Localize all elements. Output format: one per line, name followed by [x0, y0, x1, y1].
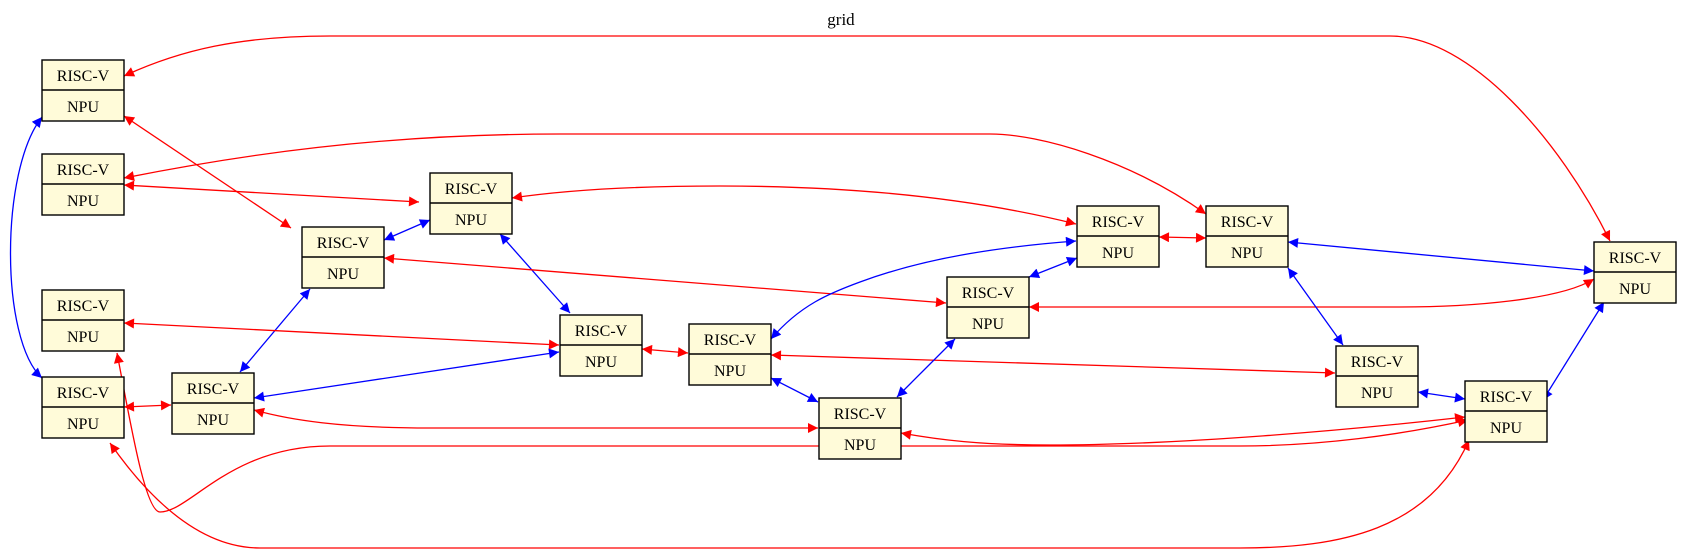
node-n15: RISC-V NPU — [1464, 380, 1548, 443]
node-n7: RISC-V NPU — [429, 172, 513, 235]
node-n3: RISC-V NPU — [41, 289, 125, 352]
node-n4: RISC-V NPU — [41, 376, 125, 439]
node-bottom-label: NPU — [67, 329, 99, 346]
node-top-label: RISC-V — [1609, 250, 1662, 267]
node-top-label: RISC-V — [317, 235, 370, 252]
node-bottom-label: NPU — [585, 354, 617, 371]
node-top-label: RISC-V — [834, 406, 887, 423]
edge-n16-n17 — [1287, 237, 1595, 276]
edge-n15-n16 — [1542, 301, 1605, 401]
node-n10: RISC-V NPU — [818, 397, 902, 460]
node-bottom-label: NPU — [1231, 245, 1263, 262]
node-top-label: RISC-V — [57, 162, 110, 179]
node-bottom-label: NPU — [67, 99, 99, 116]
node-top-label: RISC-V — [445, 181, 498, 198]
node-top-label: RISC-V — [704, 332, 757, 349]
edge-n12-n14 — [1158, 232, 1207, 243]
edge-n10-n16 — [900, 413, 1466, 446]
edge-n3-n8 — [123, 318, 560, 350]
edge-n10-n11 — [896, 338, 956, 398]
edge-n6-n11 — [383, 253, 947, 308]
edge-n3-n15 — [113, 352, 1469, 513]
node-bottom-label: NPU — [1619, 281, 1651, 298]
node-n1: RISC-V NPU — [41, 59, 125, 122]
node-bottom-label: NPU — [197, 412, 229, 429]
node-top-label: RISC-V — [57, 68, 110, 85]
node-top-label: RISC-V — [575, 323, 628, 340]
edge-n6-n7 — [383, 219, 431, 241]
edge-n11-n13 — [1029, 278, 1595, 312]
node-bottom-label: NPU — [972, 316, 1004, 333]
edge-n14-n17 — [1287, 267, 1344, 346]
edge-n14-n15 — [1417, 388, 1466, 403]
node-n11: RISC-V NPU — [946, 276, 1030, 339]
edge-n8-n9 — [641, 344, 689, 358]
node-bottom-label: NPU — [1102, 245, 1134, 262]
node-top-label: RISC-V — [1221, 214, 1274, 231]
edge-n9-n12 — [770, 236, 1077, 340]
node-n5: RISC-V NPU — [171, 372, 255, 435]
node-n14: RISC-V NPU — [1335, 345, 1419, 408]
node-n12: RISC-V NPU — [1076, 205, 1160, 268]
node-top-label: RISC-V — [57, 385, 110, 402]
edge-n5-n10 — [253, 407, 818, 433]
edge-n1-n6 — [123, 115, 292, 229]
edge-n4-n16 — [109, 439, 1470, 549]
node-top-label: RISC-V — [57, 298, 110, 315]
edge-n4-n5 — [123, 400, 172, 412]
node-bottom-label: NPU — [455, 212, 487, 229]
node-bottom-label: NPU — [1490, 420, 1522, 437]
node-bottom-label: NPU — [1361, 385, 1393, 402]
node-top-label: RISC-V — [962, 285, 1015, 302]
node-n13: RISC-V NPU — [1205, 205, 1289, 268]
node-bottom-label: NPU — [844, 437, 876, 454]
node-top-label: RISC-V — [1480, 389, 1533, 406]
edge-n2-n7 — [123, 180, 420, 207]
node-n16: RISC-V NPU — [1593, 241, 1677, 304]
edge-n11-n12 — [1028, 257, 1078, 278]
node-bottom-label: NPU — [67, 416, 99, 433]
node-n9: RISC-V NPU — [688, 323, 772, 386]
edge-n5-n8 — [253, 348, 560, 402]
node-bottom-label: NPU — [327, 266, 359, 283]
edges-layer — [9, 35, 1611, 549]
nodes-layer: RISC-VNPURISC-VNPURISC-VNPURISC-VNPURISC… — [41, 59, 1677, 460]
edge-n1-n16 — [123, 35, 1611, 242]
edge-n9-n10 — [770, 377, 819, 403]
edge-n7-n8 — [499, 233, 571, 314]
node-n2: RISC-V NPU — [41, 153, 125, 216]
edge-n1-n4 — [9, 116, 43, 379]
edge-n7-n12 — [511, 185, 1077, 227]
node-n6: RISC-V NPU — [301, 226, 385, 289]
edge-n2-n14 — [123, 133, 1207, 215]
node-bottom-label: NPU — [67, 193, 99, 210]
node-top-label: RISC-V — [1351, 354, 1404, 371]
edge-n9-n15 — [770, 350, 1336, 378]
node-n8: RISC-V NPU — [559, 314, 643, 377]
node-bottom-label: NPU — [714, 363, 746, 380]
node-top-label: RISC-V — [1092, 214, 1145, 231]
diagram-title: grid — [827, 10, 855, 29]
node-top-label: RISC-V — [187, 381, 240, 398]
